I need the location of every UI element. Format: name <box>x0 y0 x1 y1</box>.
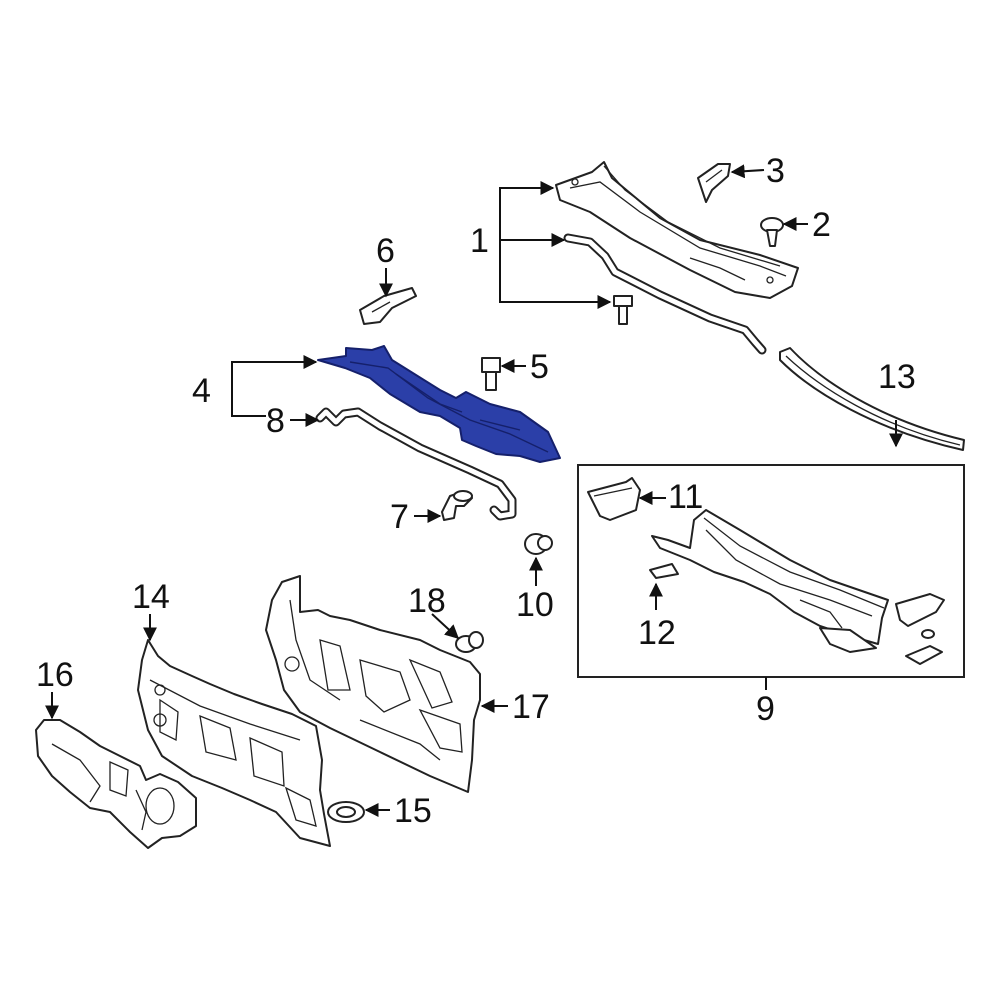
callout-13: 13 <box>878 358 916 396</box>
callout-10: 10 <box>516 586 554 624</box>
grommet-part-15 <box>327 801 365 823</box>
callout-2: 2 <box>812 206 831 244</box>
callout-11: 11 <box>668 478 703 516</box>
callout-18: 18 <box>408 582 446 620</box>
callout-5: 5 <box>530 348 549 386</box>
callout-14: 14 <box>132 578 170 616</box>
plug-part-18 <box>455 631 484 653</box>
callout-3: 3 <box>766 152 785 190</box>
cowl-extension-part-4-highlighted <box>317 345 561 463</box>
callout-4: 4 <box>192 372 211 410</box>
cowl-hose-part <box>563 233 767 355</box>
washer-hose-part-8 <box>315 407 517 521</box>
callout-6: 6 <box>376 232 395 270</box>
leader-lines <box>45 164 903 817</box>
callout-7: 7 <box>390 498 409 536</box>
callout-15: 15 <box>394 792 432 830</box>
bolt-part-5 <box>481 357 501 391</box>
cowl-assembly-panel-part-9 <box>651 509 945 665</box>
insulator-pad-part-16 <box>35 719 197 849</box>
bracket-part-6 <box>359 287 417 325</box>
callout-9: 9 <box>756 690 775 728</box>
cowl-top-panel-part <box>555 161 799 299</box>
cowl-bolt-part <box>613 295 633 325</box>
grommet-part-10 <box>524 533 553 555</box>
bracket-part-3 <box>697 163 731 203</box>
cowl-assembly-box <box>577 464 965 678</box>
callout-16: 16 <box>36 656 74 694</box>
callout-8: 8 <box>266 402 285 440</box>
dash-insulator-part-17 <box>265 575 481 793</box>
clip-part-2 <box>760 217 784 247</box>
dash-panel-part-14 <box>137 639 331 847</box>
callout-12: 12 <box>638 614 676 652</box>
callout-17: 17 <box>512 688 550 726</box>
callout-1: 1 <box>470 222 489 260</box>
weatherstrip-part-13 <box>779 347 965 451</box>
part-12-seal <box>649 563 679 579</box>
clip-part-7 <box>441 490 473 521</box>
part-11-bracket <box>587 477 641 521</box>
